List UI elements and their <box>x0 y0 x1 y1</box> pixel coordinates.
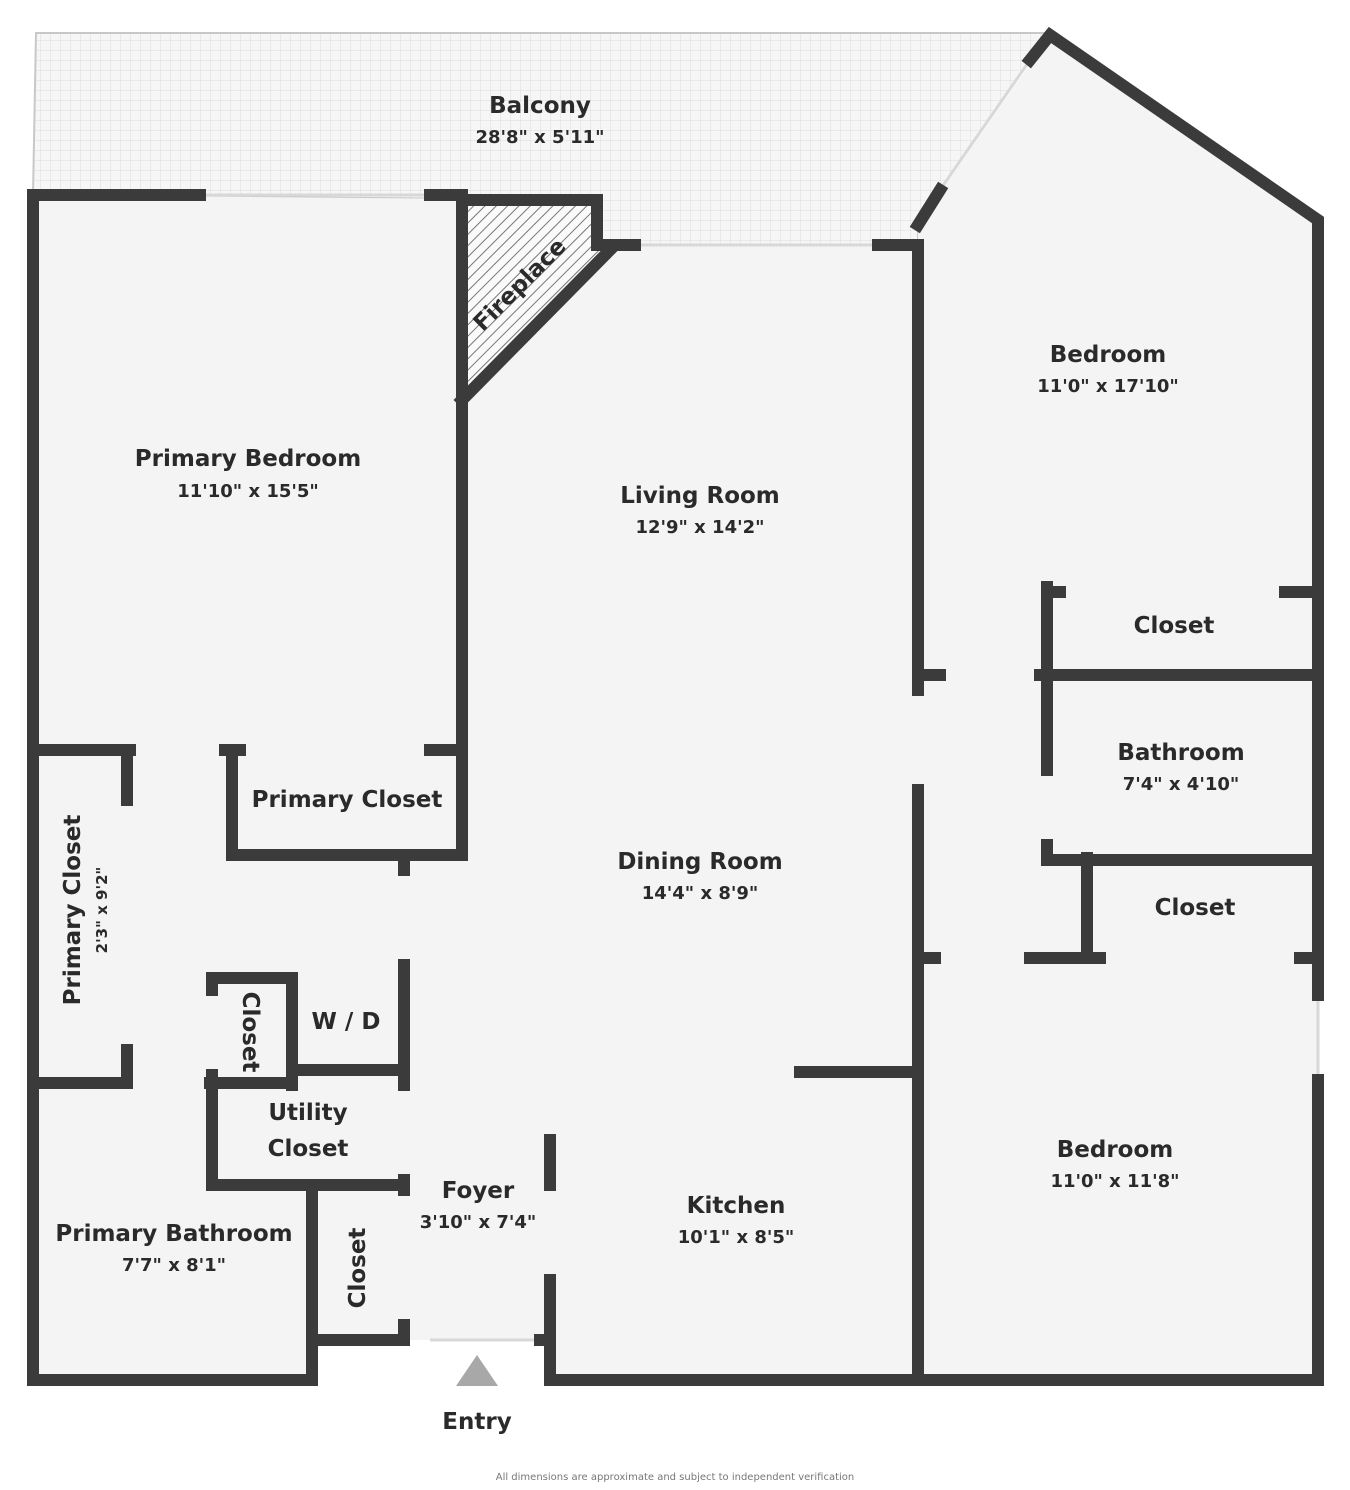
walls <box>27 26 1324 1386</box>
dining-room-label: Dining Room <box>617 849 782 875</box>
living-room-label: Living Room <box>620 483 780 509</box>
bedroom-2-label: Bedroom <box>1057 1137 1174 1163</box>
windows <box>200 59 1320 1342</box>
bedroom-2-dim: 11'0" x 11'8" <box>1050 1171 1179 1192</box>
primary-bathroom-label: Primary Bathroom <box>55 1221 292 1247</box>
bedroom-1-label: Bedroom <box>1050 342 1167 368</box>
closet-1-label: Closet <box>1134 613 1215 639</box>
foyer-label: Foyer <box>442 1178 515 1204</box>
wd-label: W / D <box>312 1009 381 1035</box>
primary-bedroom-dim: 11'10" x 15'5" <box>177 481 319 502</box>
kitchen-dim: 10'1" x 8'5" <box>678 1227 795 1248</box>
floor-area <box>33 35 1318 1380</box>
utility-closet-label-2: Closet <box>268 1136 349 1162</box>
foyer-dim: 3'10" x 7'4" <box>420 1212 537 1233</box>
closet-4-label: Closet <box>345 1228 371 1309</box>
entry-arrow-icon <box>456 1355 498 1386</box>
living-room-dim: 12'9" x 14'2" <box>635 517 764 538</box>
primary-closet-2-label: Primary Closet <box>60 815 86 1006</box>
primary-closet-2-dim: 2'3" x 9'2" <box>93 867 111 954</box>
primary-bathroom-dim: 7'7" x 8'1" <box>122 1255 226 1276</box>
bathroom-dim: 7'4" x 4'10" <box>1123 774 1240 795</box>
closet-2-label: Closet <box>1155 895 1236 921</box>
primary-bedroom-label: Primary Bedroom <box>135 446 361 472</box>
utility-closet-label-1: Utility <box>268 1100 347 1126</box>
fireplace <box>462 200 610 400</box>
disclaimer: All dimensions are approximate and subje… <box>496 1472 855 1483</box>
bathroom-label: Bathroom <box>1117 740 1244 766</box>
balcony-dim: 28'8" x 5'11" <box>475 127 604 148</box>
closet-3-label: Closet <box>237 992 263 1073</box>
entry-label: Entry <box>442 1409 511 1435</box>
dining-room-dim: 14'4" x 8'9" <box>642 883 759 904</box>
primary-closet-1-label: Primary Closet <box>252 787 443 813</box>
kitchen-label: Kitchen <box>687 1193 786 1219</box>
balcony-label: Balcony <box>489 93 591 119</box>
bedroom-1-dim: 11'0" x 17'10" <box>1037 376 1179 397</box>
